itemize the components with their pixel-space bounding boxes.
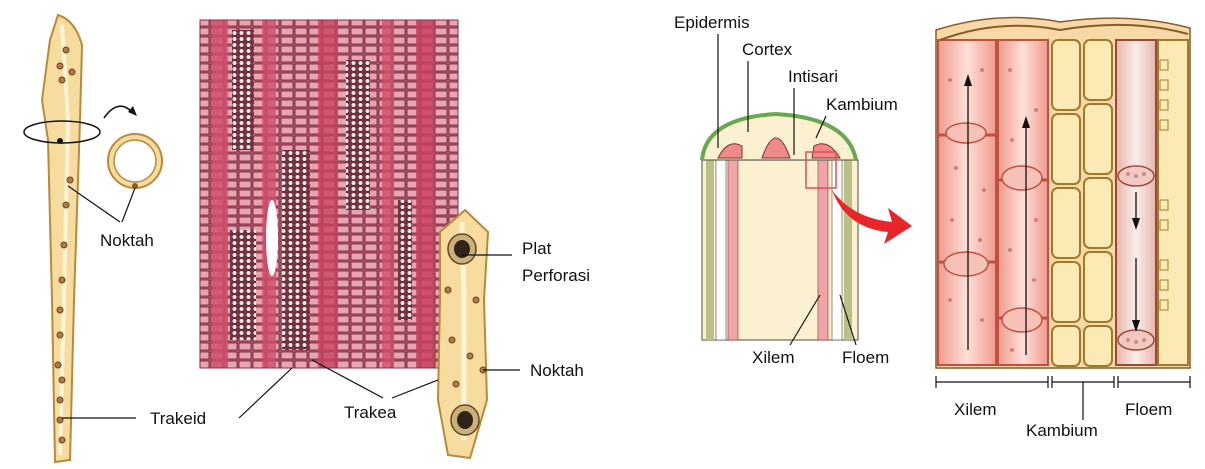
bracket-kambium xyxy=(1052,376,1114,420)
label-xilem-stem: Xilem xyxy=(752,348,795,367)
label-floem-bottom: Floem xyxy=(1125,400,1172,419)
label-intisari: Intisari xyxy=(788,67,838,86)
label-epidermis: Epidermis xyxy=(674,13,750,32)
leader-trakeid-to-micrograph xyxy=(239,368,292,418)
vascular-tissue-block xyxy=(936,18,1190,369)
leader-trakea-b xyxy=(392,380,438,398)
label-trakeid: Trakeid xyxy=(150,409,206,428)
bracket-floem xyxy=(1118,376,1190,388)
curved-arrow-head xyxy=(128,106,137,116)
label-plat: Plat xyxy=(522,239,552,258)
bracket-xilem xyxy=(936,376,1048,388)
label-floem-stem: Floem xyxy=(842,348,889,367)
leader-noktah-left-b xyxy=(122,188,135,222)
xylem-column xyxy=(938,40,1048,365)
label-xilem-bottom: Xilem xyxy=(954,400,997,419)
vessel-element xyxy=(438,210,488,458)
label-kambium-top: Kambium xyxy=(826,95,898,114)
label-noktah-left: Noktah xyxy=(100,231,154,250)
label-noktah-right: Noktah xyxy=(530,361,584,380)
curved-arrow-icon xyxy=(104,106,132,118)
tracheid-cross-section xyxy=(108,134,162,189)
tracheid-cell xyxy=(24,15,100,462)
xylem-micrograph xyxy=(200,20,458,368)
label-trakea: Trakea xyxy=(344,403,397,422)
label-kambium-bottom: Kambium xyxy=(1026,421,1098,440)
label-perforasi: Perforasi xyxy=(522,266,590,285)
phloem-column xyxy=(1116,40,1188,365)
label-cortex: Cortex xyxy=(742,40,793,59)
stem-section xyxy=(702,114,858,340)
